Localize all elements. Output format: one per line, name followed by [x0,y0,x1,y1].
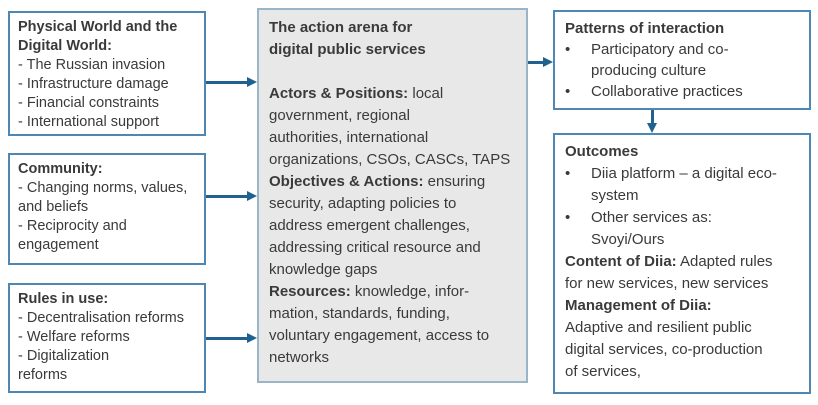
box-title-line: digital public services [269,41,426,58]
inline-label: Management of Diia: [565,297,712,314]
bullet-text: Diia platform – a digital eco- system [591,163,799,207]
list-item: reforms [18,367,68,383]
community-box: Community: - Changing norms, values, and… [8,153,206,265]
list-item: and beliefs [18,199,89,215]
inline-text: government, regional [269,107,410,124]
box-title-line: Rules in use: [18,291,109,307]
body-line: Management of Diia: [565,295,799,317]
bullet-item: • Collaborative practices [565,81,799,102]
arrow-head-icon [247,333,257,343]
body-line: authorities, international [269,127,516,149]
inline-label: Resources: [269,283,351,300]
inline-text: security, adapting policies to [269,195,457,212]
inline-text: Adapted rules [676,253,773,270]
arrow-shaft [206,195,248,198]
bullet-text: Other services as: Svoyi/Ours [591,207,799,251]
action-arena-box: The action arena for digital public serv… [257,8,528,383]
arrow-shaft [206,81,248,84]
box-title-line: The action arena for [269,19,413,36]
body-line: Content of Diia: Adapted rules [565,251,799,273]
list-item: - Infrastructure damage [18,76,169,92]
box-title-line: Physical World and the [18,19,178,35]
body-line: Adaptive and resilient public [565,317,799,339]
arrow-head-icon [247,191,257,201]
patterns-of-interaction-box: Patterns of interaction • Participatory … [553,10,811,110]
box-title-line: Community: [18,161,103,177]
inline-text: of services, [565,363,641,380]
inline-label: Actors & Positions: [269,85,409,102]
body-line: networks [269,347,516,369]
body-line: security, adapting policies to [269,193,516,215]
body-line: addressing critical resource and [269,237,516,259]
bullet-text: Participatory and co- producing culture [591,39,799,81]
list-item: - Financial constraints [18,95,160,111]
inline-text: mation, standards, funding, [269,305,450,322]
bullet-item: • Diia platform – a digital eco- system [565,163,799,207]
bullet-line: Collaborative practices [591,83,743,100]
body-line: Resources: knowledge, infor- [269,281,516,303]
inline-text: for new services, new services [565,275,769,292]
body-line: mation, standards, funding, [269,303,516,325]
list-item: - Welfare reforms [18,329,130,345]
list-item: - Digitalization [18,348,110,364]
bullet-item: • Other services as: Svoyi/Ours [565,207,799,251]
bullet-line: Other services as: [591,209,712,226]
bullet-line: Participatory and co- [591,41,729,58]
body-line: address emergent challenges, [269,215,516,237]
arrow-shaft [528,61,544,64]
inline-label: Objectives & Actions: [269,173,424,190]
body-line: for new services, new services [565,273,799,295]
inline-text: Adaptive and resilient public [565,319,752,336]
inline-text: voluntary engagement, access to [269,327,490,344]
inline-text: knowledge gaps [269,261,378,278]
arrow-shaft [206,337,248,340]
arrow-shaft [651,110,654,125]
inline-text: organizations, CSOs, CASCs, TAPS [269,151,511,168]
inline-text: addressing critical resource and [269,239,481,256]
bullet-icon: • [565,83,571,100]
blank-line [269,61,516,83]
bullet-line: Diia platform – a digital eco- [591,165,777,182]
arrow-head-icon [247,77,257,87]
inline-text: ensuring [423,173,486,190]
physical-digital-world-box: Physical World and the Digital World: - … [8,11,206,136]
inline-text: address emergent challenges, [269,217,470,234]
bullet-icon: • [565,41,571,58]
body-line: digital services, co-production [565,339,799,361]
bullet-text: Collaborative practices [591,81,799,102]
outcomes-box: Outcomes • Diia platform – a digital eco… [553,133,811,394]
arrow-head-icon [543,57,553,67]
box-title-line: Digital World: [18,38,112,54]
inline-text: networks [269,349,330,366]
body-line: organizations, CSOs, CASCs, TAPS [269,149,516,171]
inline-text: authorities, international [269,129,429,146]
list-item: - Changing norms, values, [18,180,188,196]
box-title-line: Patterns of interaction [565,20,725,37]
bullet-item: • Participatory and co- producing cultur… [565,39,799,81]
list-item: - International support [18,114,160,130]
inline-text: digital services, co-production [565,341,763,358]
inline-label: Content of Diia: [565,253,677,270]
list-item: - Reciprocity and [18,218,127,234]
bullet-line: Svoyi/Ours [591,231,665,248]
body-line: Actors & Positions: local [269,83,516,105]
list-item: - The Russian invasion [18,57,166,73]
arrow-head-icon [647,123,657,133]
box-title-line: Outcomes [565,143,639,160]
bullet-icon: • [565,209,571,226]
body-line: voluntary engagement, access to [269,325,516,347]
rules-in-use-box: Rules in use: - Decentralisation reforms… [8,283,206,393]
body-line: knowledge gaps [269,259,516,281]
list-item: - Decentralisation reforms [18,310,184,326]
body-line: of services, [565,361,799,383]
body-line: Objectives & Actions: ensuring [269,171,516,193]
bullet-line: system [591,187,639,204]
body-line: government, regional [269,105,516,127]
bullet-line: producing culture [591,62,707,79]
bullet-icon: • [565,165,571,182]
list-item: engagement [18,237,99,253]
inline-text: local [408,85,444,102]
inline-text: knowledge, infor- [350,283,470,300]
